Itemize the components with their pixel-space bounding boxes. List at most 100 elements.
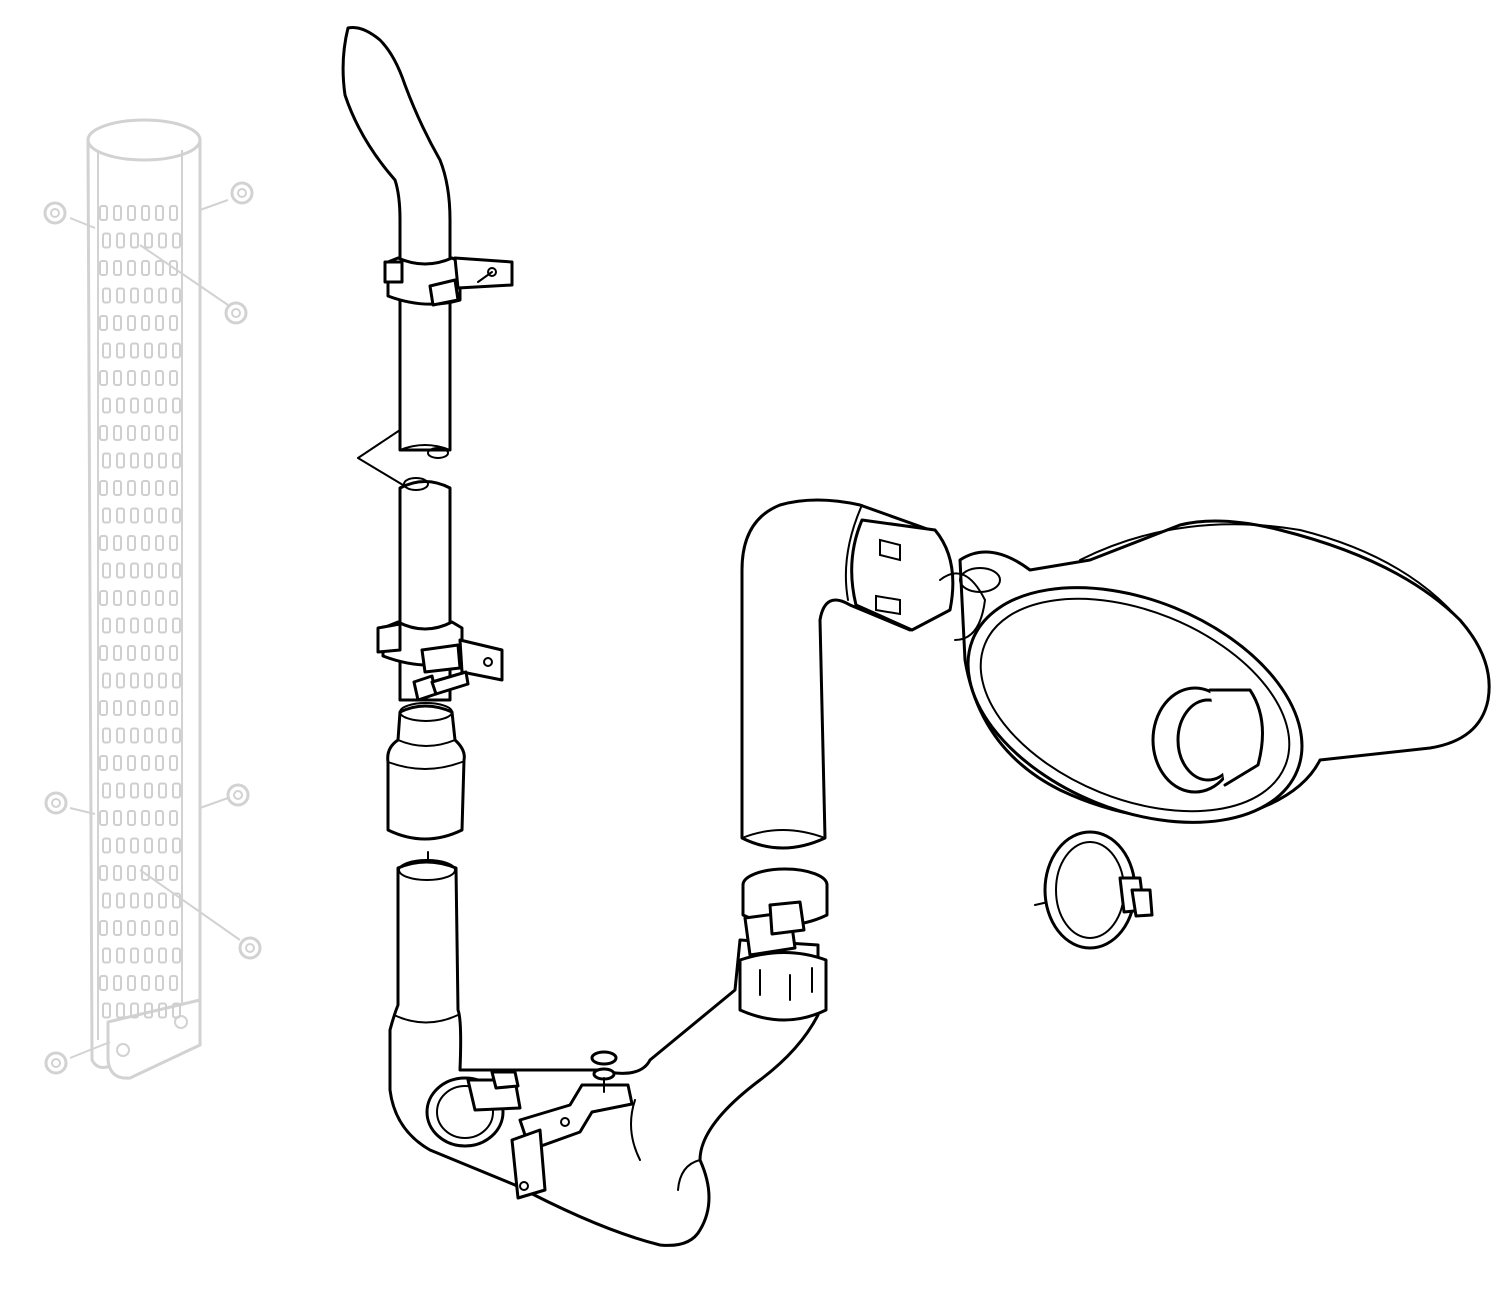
- perforation-slot: [169, 370, 178, 386]
- perforation-slot: [155, 865, 164, 881]
- perforation-slot: [169, 590, 178, 606]
- perforation-slot: [155, 810, 164, 826]
- perforation-slot: [102, 892, 111, 909]
- perforation-slot: [169, 865, 178, 881]
- perforation-slot: [99, 810, 108, 826]
- perforation-slot: [169, 810, 178, 826]
- stack-clamp-lower: [376, 620, 504, 702]
- perforation-slot: [127, 370, 136, 386]
- perforation-slot: [127, 975, 136, 991]
- perforation-slot: [155, 700, 164, 716]
- perforation-slot: [158, 452, 167, 469]
- perforation-slot: [144, 287, 153, 304]
- perforation-slot: [113, 425, 122, 441]
- perforation-slot: [113, 205, 122, 221]
- perforation-slot: [127, 205, 136, 221]
- perforation-slot: [169, 260, 178, 276]
- perforation-slot: [127, 700, 136, 716]
- perforation-slot: [144, 452, 153, 469]
- perforation-slot: [144, 617, 153, 634]
- perforation-slot: [99, 425, 108, 441]
- screw-icon: [43, 201, 67, 225]
- perforation-slot: [99, 370, 108, 386]
- perforation-slot: [116, 672, 125, 689]
- perforation-slot: [172, 727, 181, 744]
- perforation-slot: [141, 590, 150, 606]
- screw-icon: [238, 936, 262, 960]
- perforation-slot: [116, 452, 125, 469]
- perforation-slot: [116, 782, 125, 799]
- perforation-slot: [158, 507, 167, 524]
- perforation-slot: [99, 645, 108, 661]
- perforation-slot: [113, 260, 122, 276]
- perforation-slot: [99, 920, 108, 936]
- perforation-slot: [116, 837, 125, 854]
- perforation-slot: [141, 535, 150, 551]
- perforation-slot: [102, 232, 111, 249]
- muffler: [939, 519, 1491, 824]
- perforation-slot: [102, 617, 111, 634]
- bolt-icon: [590, 1050, 618, 1093]
- band-clamp-lower: [425, 1070, 522, 1148]
- perforation-slot: [99, 480, 108, 496]
- screw-icon: [44, 791, 68, 815]
- perforation-slot: [116, 562, 125, 579]
- lower-exhaust-pipe-j-bend: [388, 859, 820, 1247]
- perforation-slot: [158, 562, 167, 579]
- loose-band-clamp: [1043, 830, 1154, 950]
- perforation-slot: [144, 947, 153, 964]
- perforation-slot: [116, 727, 125, 744]
- perforation-slot: [99, 755, 108, 771]
- band-clamp-elbow: [738, 867, 829, 1022]
- elbow-pipe: [740, 498, 955, 850]
- perforation-slot: [116, 397, 125, 414]
- perforation-slot: [99, 260, 108, 276]
- perforation-slot: [144, 342, 153, 359]
- perforation-slot: [141, 975, 150, 991]
- perforation-slot: [113, 315, 122, 331]
- perforation-slot: [102, 672, 111, 689]
- perforation-slot: [141, 755, 150, 771]
- perforation-slot: [130, 947, 139, 964]
- perforation-slot: [99, 205, 108, 221]
- perforation-slot: [172, 837, 181, 854]
- heat-shield: [43, 118, 262, 1080]
- perforation-slot: [158, 727, 167, 744]
- perforation-slot: [169, 700, 178, 716]
- perforation-slot: [169, 645, 178, 661]
- perforation-slot: [155, 920, 164, 936]
- bolt-icon: [412, 670, 470, 702]
- perforation-slot: [102, 727, 111, 744]
- perforation-slot: [130, 342, 139, 359]
- perforation-slot: [155, 975, 164, 991]
- perforation-slot: [155, 315, 164, 331]
- screw-icon: [226, 783, 250, 807]
- screw-icon: [224, 301, 248, 325]
- perforation-slot: [144, 507, 153, 524]
- perforation-slot: [102, 507, 111, 524]
- perforation-slot: [155, 260, 164, 276]
- perforation-slot: [158, 892, 167, 909]
- perforation-slot: [99, 865, 108, 881]
- perforation-slot: [113, 590, 122, 606]
- perforation-slot: [155, 645, 164, 661]
- perforation-slot: [158, 782, 167, 799]
- perforation-slot: [102, 1002, 111, 1019]
- perforation-slot: [116, 892, 125, 909]
- perforation-slot: [130, 507, 139, 524]
- perforation-slot: [130, 782, 139, 799]
- perforation-slot: [127, 315, 136, 331]
- perforation-slot: [141, 260, 150, 276]
- perforation-slot: [141, 920, 150, 936]
- perforation-slot: [127, 590, 136, 606]
- perforation-slot: [116, 232, 125, 249]
- perforation-slot: [113, 645, 122, 661]
- perforation-slot: [155, 370, 164, 386]
- perforation-slot: [113, 755, 122, 771]
- perforation-slot: [102, 837, 111, 854]
- screw-icon: [230, 181, 254, 205]
- perforation-slot: [127, 865, 136, 881]
- perforation-slot: [130, 892, 139, 909]
- perforation-slot: [144, 892, 153, 909]
